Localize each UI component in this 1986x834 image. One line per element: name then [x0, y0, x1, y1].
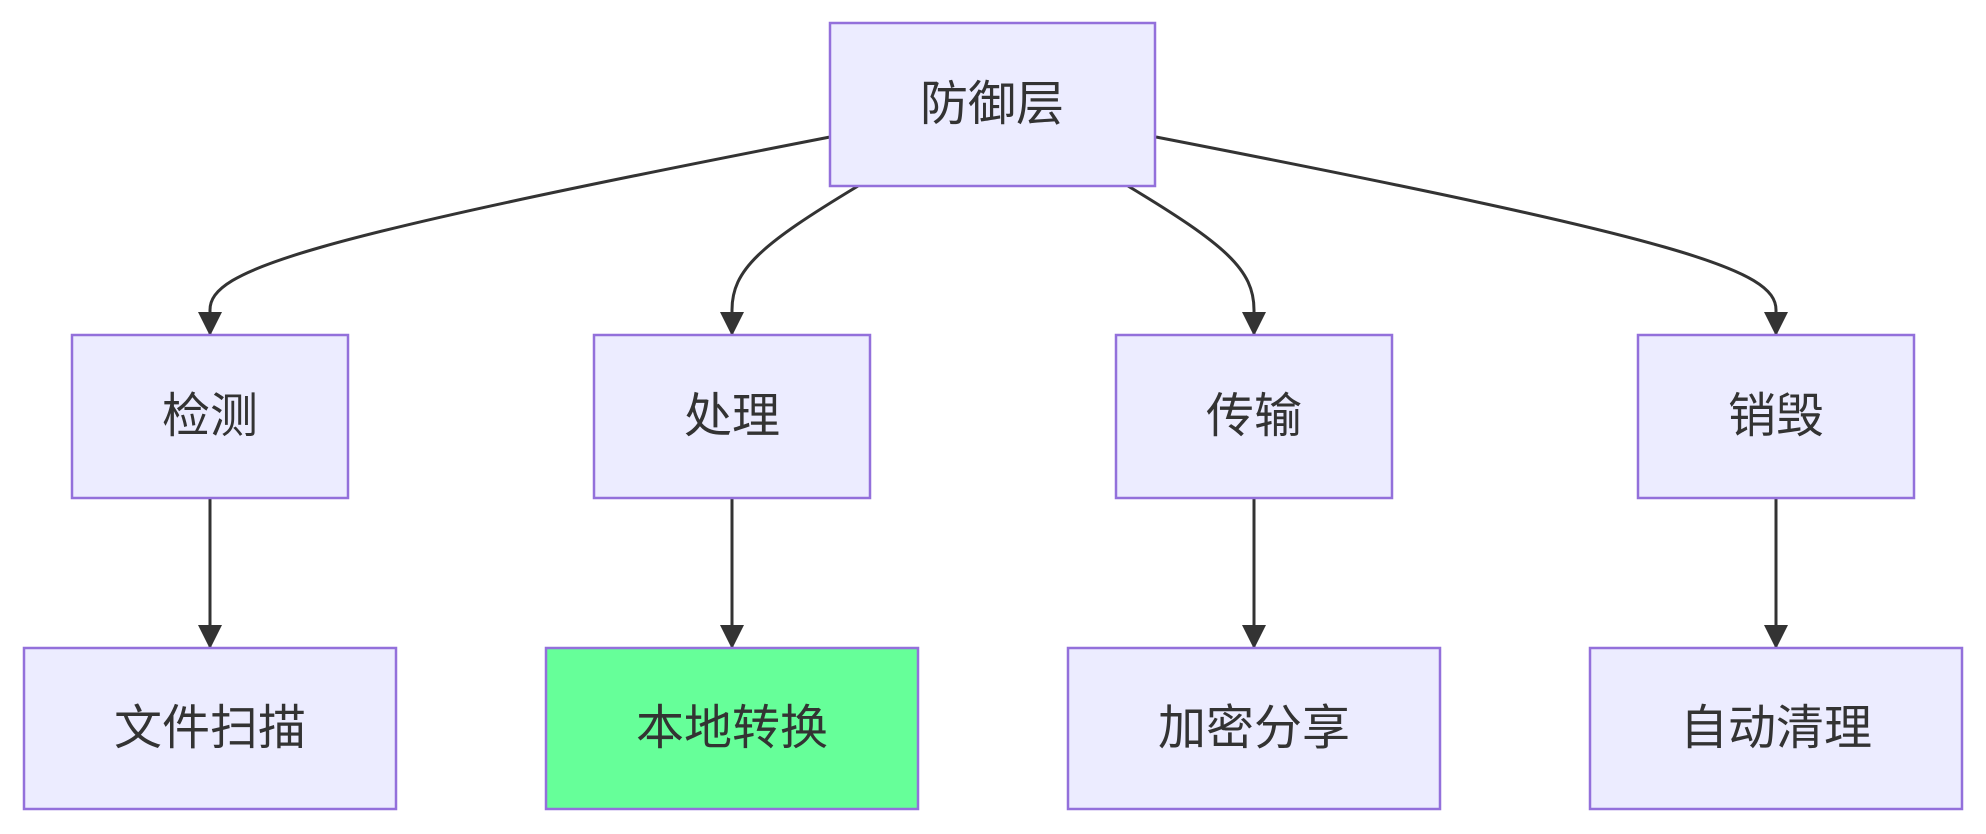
- node-transfer: 传输: [1114, 333, 1394, 500]
- node-root-label: 防御层: [920, 76, 1064, 132]
- edge-root-to-detect: [198, 135, 831, 336]
- node-process-label: 处理: [684, 388, 780, 444]
- edge-root-to-process: [720, 184, 859, 336]
- node-convert: 本地转换: [544, 646, 920, 811]
- node-share-label: 加密分享: [1158, 700, 1350, 756]
- node-share: 加密分享: [1066, 646, 1442, 811]
- edges: [198, 135, 1788, 649]
- edge-root-to-transfer: [1127, 184, 1266, 336]
- node-transfer-label: 传输: [1206, 388, 1302, 444]
- edge-root-to-destroy: [1155, 135, 1788, 336]
- node-cleanup: 自动清理: [1588, 646, 1964, 811]
- node-destroy: 销毁: [1636, 333, 1916, 500]
- node-scan-label: 文件扫描: [114, 700, 306, 756]
- node-scan: 文件扫描: [22, 646, 398, 811]
- node-root: 防御层: [828, 21, 1157, 188]
- node-detect-label: 检测: [162, 388, 258, 444]
- node-cleanup-label: 自动清理: [1680, 700, 1872, 756]
- node-convert-label: 本地转换: [636, 700, 828, 756]
- node-process: 处理: [592, 333, 872, 500]
- node-detect: 检测: [70, 333, 350, 500]
- node-destroy-label: 销毁: [1728, 388, 1824, 444]
